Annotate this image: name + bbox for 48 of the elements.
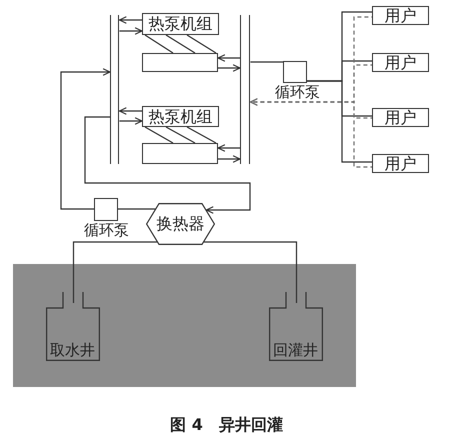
ground-band [13, 264, 356, 387]
arrow [118, 16, 142, 24]
unit-box [142, 13, 219, 35]
well-label: 回灌井 [273, 343, 318, 358]
connector-line [186, 126, 216, 144]
user-label: 用户 [384, 156, 416, 172]
connector-line [166, 34, 196, 54]
exchanger-hexagon [146, 203, 215, 245]
user-box [372, 108, 429, 127]
exchanger-label: 换热器 [156, 216, 204, 232]
user-box [372, 154, 429, 173]
connector-line [250, 61, 283, 63]
pump-label: 循环泵 [275, 85, 320, 100]
connector-line [186, 34, 216, 54]
connector-line [166, 126, 196, 144]
arrow [119, 27, 143, 35]
connector-line [144, 126, 174, 144]
arrow [84, 116, 251, 214]
pump-label: 循环泵 [84, 223, 129, 238]
connector-line [72, 241, 158, 292]
pump-box [94, 198, 118, 221]
arrow [217, 144, 240, 152]
user-label: 用户 [384, 8, 416, 24]
user-box [372, 6, 429, 25]
connector-line [118, 208, 156, 210]
plain-box [142, 143, 218, 164]
user-box [372, 53, 429, 72]
connector-line [307, 80, 372, 163]
well-label: 取水井 [50, 343, 95, 358]
user-label: 用户 [384, 110, 416, 126]
plain-box [142, 53, 218, 72]
dashed-arrow [250, 98, 372, 168]
unit-box [142, 106, 219, 127]
well-shape [46, 292, 100, 361]
caption: 图 4 异井回灌 [170, 417, 283, 433]
user-label: 用户 [384, 54, 416, 70]
arrow [217, 54, 240, 62]
well-shape [269, 292, 323, 361]
arrow [119, 117, 143, 125]
pump-box [283, 61, 307, 83]
connector-line [144, 34, 174, 54]
connector-line [204, 241, 298, 292]
unit-label: 热泵机组 [148, 108, 212, 124]
arrow [118, 107, 142, 115]
arrow [218, 155, 241, 163]
arrow [60, 68, 111, 210]
unit-label: 热泵机组 [148, 16, 212, 32]
arrow [218, 64, 241, 72]
